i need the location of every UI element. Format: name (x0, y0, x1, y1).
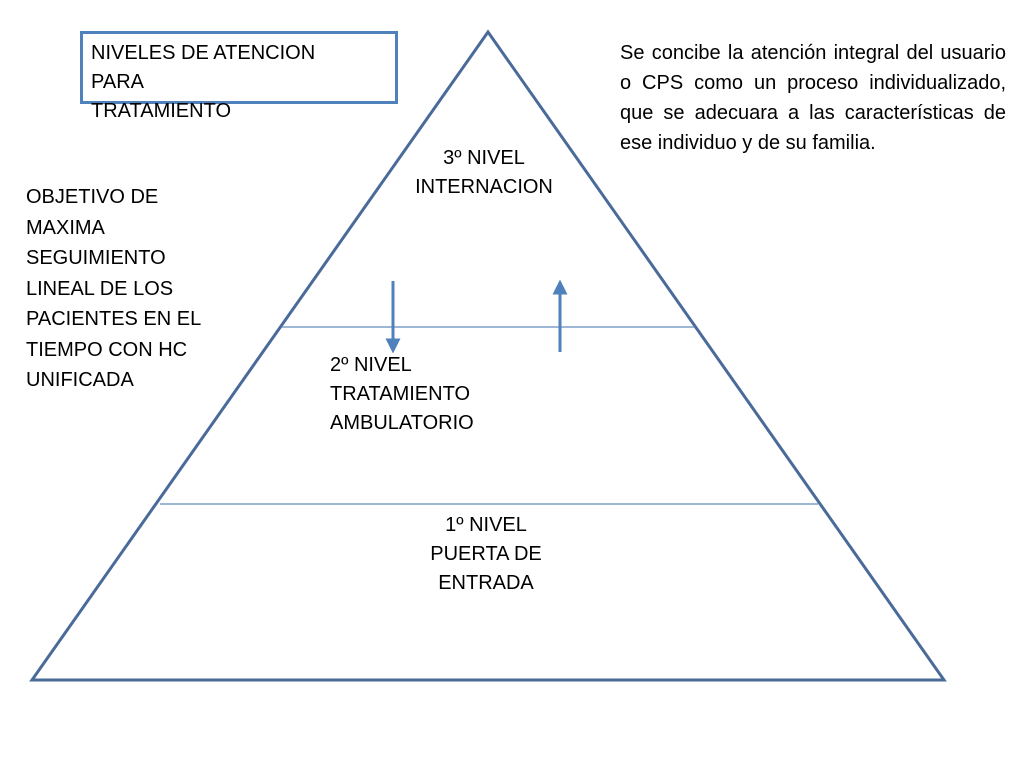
objective-text: OBJETIVO DE MAXIMA SEGUIMIENTO LINEAL DE… (26, 186, 202, 391)
level-2-label: 2º NIVEL TRATAMIENTO AMBULATORIO (330, 354, 474, 434)
description-text: Se concibe la atención integral del usua… (620, 42, 1006, 154)
pyramid-outline (29, 29, 947, 682)
slide-title: NIVELES DE ATENCION PARA TRATAMIENTO (91, 42, 316, 122)
level-1-label: 1º NIVEL PUERTA DE ENTRADA (430, 514, 542, 594)
title-box (80, 31, 398, 104)
level-3-label: 3º NIVEL INTERNACION (415, 147, 553, 198)
